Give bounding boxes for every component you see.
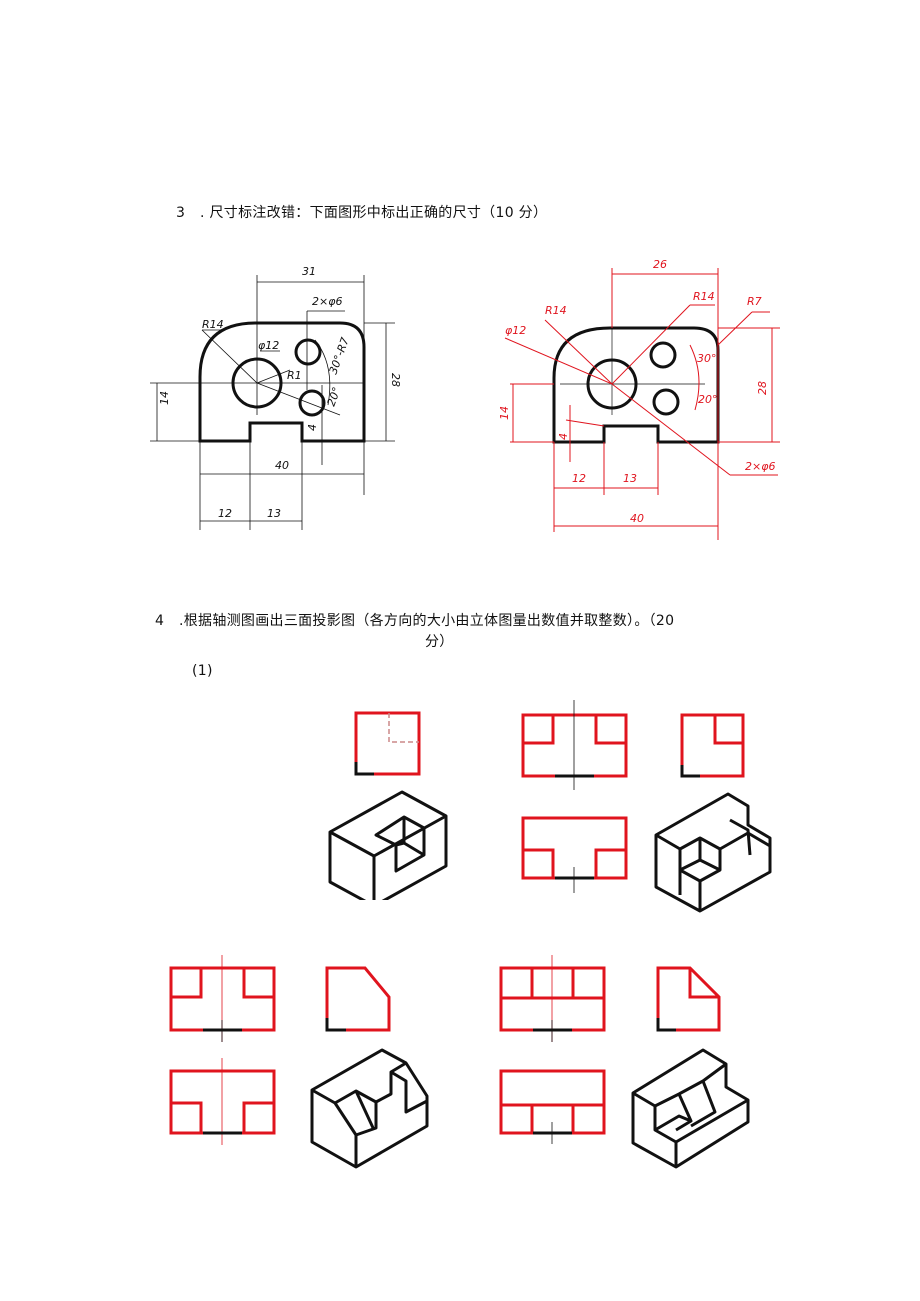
dim-label-r1: R1 [287, 369, 302, 382]
question-4-text-line1: .根据轴测图画出三面投影图（各方向的大小由立体图量出数值并取整数）。（20 [178, 613, 675, 629]
question-4-text-line2: 分） [425, 634, 454, 650]
question-4-heading: 4 .根据轴测图画出三面投影图（各方向的大小由立体图量出数值并取整数）。（20 [155, 610, 674, 630]
dim-label-holes: 2×φ6 [312, 295, 342, 308]
dim-label-r14-center: R14 [693, 290, 715, 303]
dim-label-14: 14 [158, 391, 171, 405]
dim-label-14: 14 [498, 406, 511, 420]
question-3-number: 3 [176, 205, 186, 221]
dim-label-20deg: 20° [698, 393, 718, 406]
dim-label-holes: 2×φ6 [745, 460, 775, 473]
problem-d-views [499, 955, 750, 1169]
dim-label-13: 13 [267, 507, 281, 520]
problem-b-views [521, 700, 772, 913]
question-4-number: 4 [155, 613, 165, 629]
problem-a-views [328, 711, 448, 900]
wrong-dimension-drawing: 31 2×φ6 R14 φ12 R1 30°-R7 20° 28 14 4 40… [150, 265, 400, 530]
question-3-text: . 尺寸标注改错：下面图形中标出正确的尺寸（10 分） [199, 205, 548, 221]
question-4-sub-label: (1) [192, 663, 213, 679]
dim-label-r14-left: R14 [545, 304, 567, 317]
question-3-heading: 3 . 尺寸标注改错：下面图形中标出正确的尺寸（10 分） [176, 202, 547, 222]
dim-label-20: 20° [325, 385, 344, 408]
dim-label-28: 28 [389, 373, 400, 387]
dim-label-r14: R14 [202, 318, 224, 331]
correct-dimension-drawing: 26 R14 φ12 R14 R7 30° 20° 28 14 4 12 13 … [498, 258, 780, 540]
dim-label-26: 26 [653, 258, 667, 271]
dim-label-13: 13 [623, 472, 637, 485]
dim-label-phi12: φ12 [258, 339, 279, 352]
dim-label-12: 12 [572, 472, 586, 485]
dim-label-12: 12 [218, 507, 232, 520]
dim-label-40: 40 [630, 512, 644, 525]
dim-label-28: 28 [756, 381, 769, 395]
dim-label-31: 31 [302, 265, 316, 278]
problem-c-views [169, 955, 429, 1169]
dim-label-angle-radius: 30°-R7 [327, 336, 352, 376]
dim-label-r7: R7 [747, 295, 762, 308]
dim-label-4: 4 [306, 424, 319, 431]
dim-label-40: 40 [275, 459, 289, 472]
dim-label-30deg: 30° [697, 352, 717, 365]
dim-label-phi12: φ12 [505, 324, 526, 337]
dim-label-4: 4 [557, 433, 570, 440]
